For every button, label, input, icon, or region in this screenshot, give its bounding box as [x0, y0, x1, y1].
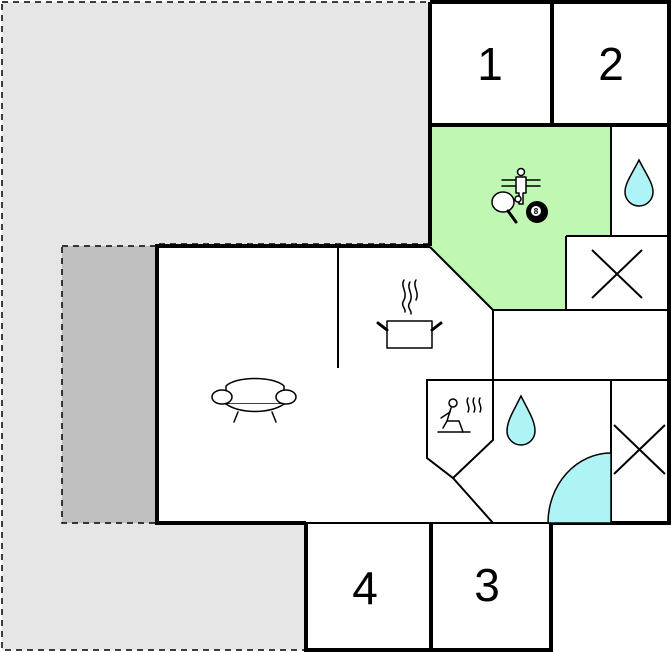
- bedroom-2-label: 2: [598, 38, 624, 90]
- water-drop-icon: [506, 394, 536, 446]
- foosball-icon: [501, 167, 541, 205]
- main-block-walls: [155, 244, 430, 525]
- bedroom-1-label: 1: [477, 38, 503, 90]
- cross-icon: [613, 424, 666, 475]
- table-tennis-icon: [491, 191, 522, 224]
- sofa-icon: [211, 377, 297, 423]
- cross-icon: [591, 249, 643, 299]
- shower-icon: [547, 452, 612, 524]
- billiard-ball-icon: 8: [526, 201, 548, 223]
- activity-room: [430, 125, 611, 310]
- bedroom-4-label: 4: [352, 562, 378, 614]
- wall-sauna-diagonal: [452, 477, 494, 524]
- sauna-icon: [437, 397, 482, 433]
- terrace-dark-area: [61, 245, 158, 524]
- wall-activity-diagonal: [429, 246, 494, 311]
- bedroom-3-label: 3: [474, 559, 500, 611]
- billiard-ball-label: 8: [534, 207, 539, 216]
- water-drop-icon: [624, 158, 654, 207]
- cooking-pot-icon: [376, 279, 443, 349]
- sauna-room: [426, 379, 494, 480]
